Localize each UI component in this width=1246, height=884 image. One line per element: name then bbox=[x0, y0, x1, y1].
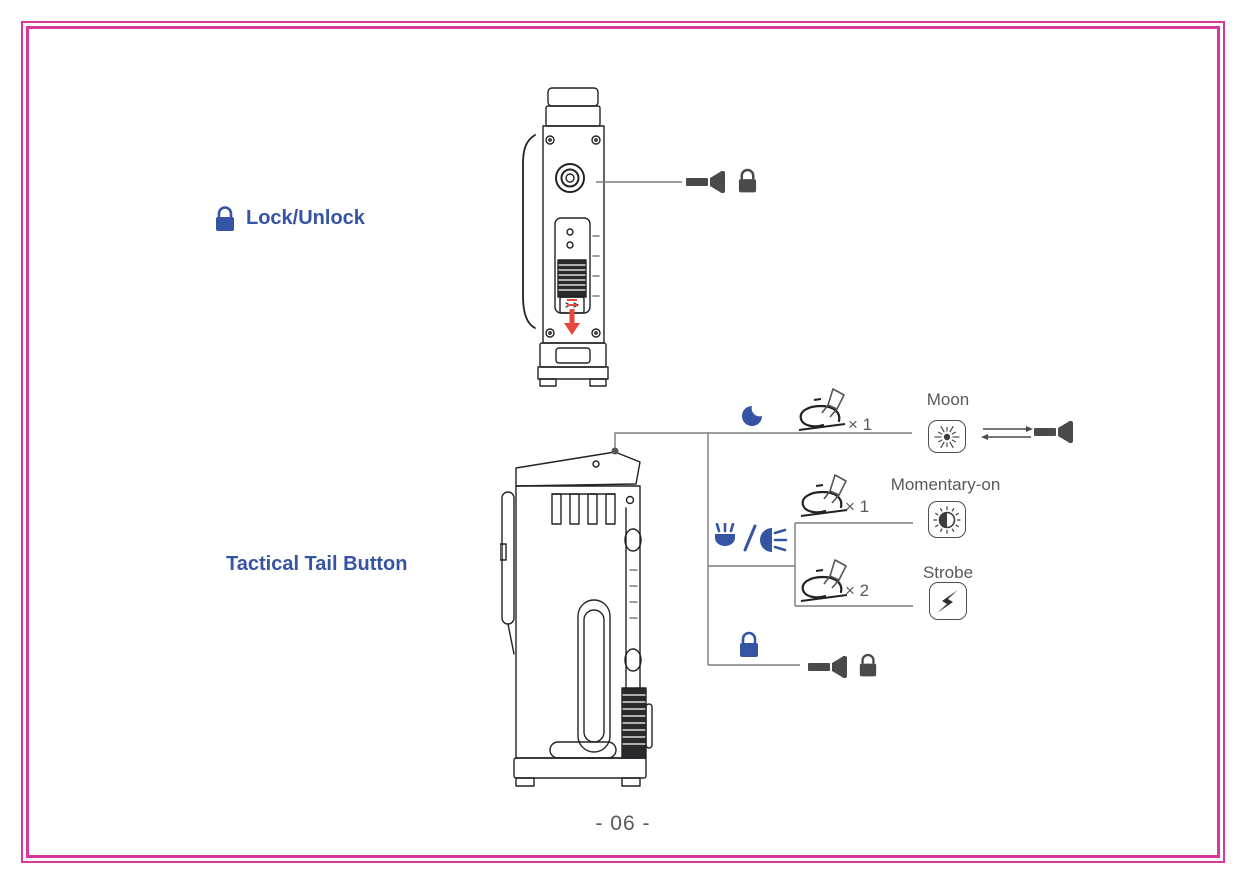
momentary-press-count: × 1 bbox=[845, 497, 870, 516]
tail-button-callout-dot bbox=[611, 447, 619, 455]
moon-mode-label: Moon bbox=[926, 390, 970, 409]
lock-icon bbox=[859, 653, 877, 677]
press-switch-icon bbox=[800, 559, 848, 602]
press-switch-icon bbox=[800, 474, 848, 517]
slash-divider bbox=[743, 524, 757, 552]
flashlight-icon bbox=[808, 656, 847, 678]
lock-icon bbox=[216, 206, 234, 231]
lock-icon bbox=[740, 631, 758, 657]
strobe-press-count: × 2 bbox=[845, 581, 870, 600]
spot-light-icon bbox=[760, 528, 788, 552]
flood-light-icon bbox=[715, 523, 735, 546]
flashlight-icon bbox=[686, 171, 725, 193]
strobe-bolt-icon bbox=[937, 590, 958, 613]
lock-icon bbox=[738, 168, 757, 193]
reversible-arrows-icon bbox=[981, 426, 1033, 440]
half-sun-icon bbox=[933, 506, 961, 533]
momentary-mode-box bbox=[928, 501, 966, 538]
page-border-inner bbox=[26, 26, 1220, 858]
flashlight-icon bbox=[1034, 421, 1073, 443]
tactical-tail-label-group: Tactical Tail Button bbox=[226, 553, 408, 576]
moon-press-count: × 1 bbox=[848, 415, 873, 434]
moon-mode-box bbox=[928, 420, 966, 453]
lock-unlock-label: Lock/Unlock bbox=[246, 207, 365, 229]
flood-spot-slash-icon bbox=[715, 523, 788, 552]
lock-callout-line bbox=[596, 181, 682, 183]
lock-unlock-label-group: Lock/Unlock bbox=[214, 205, 365, 232]
sunburst-icon bbox=[934, 425, 960, 448]
flashlight-side-view-art bbox=[500, 451, 653, 787]
page-border bbox=[21, 21, 1225, 863]
flashlight-front-view-art bbox=[522, 87, 609, 387]
moon-crescent-icon bbox=[742, 406, 762, 426]
tree-connector-lines bbox=[611, 432, 913, 666]
strobe-mode-label: Strobe bbox=[922, 563, 974, 582]
press-switch-icon bbox=[798, 388, 846, 431]
tactical-tail-label: Tactical Tail Button bbox=[226, 553, 408, 575]
page-number: - 06 - bbox=[595, 812, 651, 835]
slide-down-arrow bbox=[564, 299, 580, 335]
momentary-mode-label: Momentary-on bbox=[890, 475, 1001, 494]
strobe-mode-box bbox=[929, 582, 967, 620]
